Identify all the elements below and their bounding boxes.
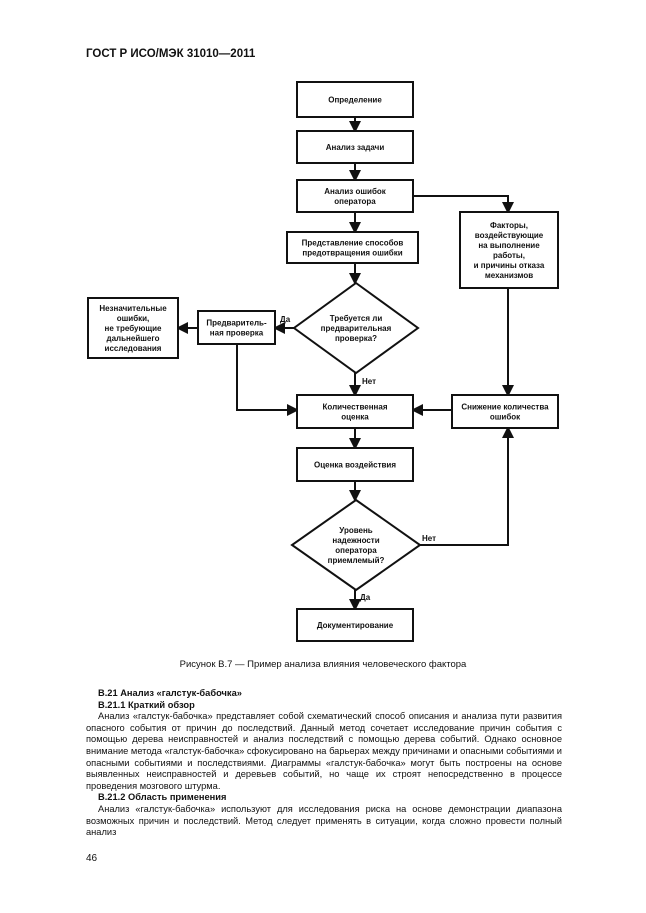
paragraph: Анализ «галстук-бабочка» представляет со… [86,711,562,791]
process-box-documentation [296,608,414,642]
process-box-error_reduction [451,394,559,429]
node-label: приемлемый? [328,556,385,565]
node-label: проверка? [335,334,377,343]
node-label: Документирование [317,621,394,630]
page-number: 46 [86,853,98,864]
node-label: оператора [335,546,377,555]
connector-arrow [413,195,514,214]
node-label: ная проверка [210,329,264,338]
node-label: механизмов [485,271,533,280]
subsection-heading: В.21.2 Область применения [98,792,227,803]
node-label: ошибки, [117,314,150,323]
process-box-factors [459,211,559,289]
node-label: Предваритель- [206,319,267,328]
node-label: Незначительные [99,304,167,313]
paragraph: Анализ «галстук-бабочка» используют для … [86,803,562,838]
process-box-operator_error_analysis [296,179,414,213]
node-label: на выполнение [478,241,540,250]
node-label: Уровень [339,526,373,535]
node-label: и причины отказа [474,261,545,270]
decision-diamond-decision_screening [292,281,420,375]
node-label: работы, [493,251,525,260]
node-label: Определение [328,96,382,105]
node-label: предварительная [321,324,392,333]
node-label: дальнейшего [107,334,160,343]
branch-label-no: Нет [362,377,376,386]
node-label: Оценка воздействия [314,461,396,470]
node-label: Анализ ошибок [324,187,387,196]
node-label: Анализ задачи [326,143,385,152]
node-label: воздействующие [475,231,544,240]
node-label: исследования [105,344,162,353]
branch-label-no: Нет [422,534,436,543]
node-label: Требуется ли [330,314,383,323]
node-label: Факторы, [490,221,528,230]
page-header: ГОСТ Р ИСО/МЭК 31010—2011 [86,48,256,60]
process-box-definition [296,81,414,118]
section-heading: В.21 Анализ «галстук-бабочка» [98,688,242,698]
body-text: В.21 Анализ «галстук-бабочка» В.21.1 Кра… [86,688,562,839]
decision-diamond-decision_reliability [290,498,422,592]
node-label: предотвращения ошибки [302,249,402,258]
subsection-heading: В.21.1 Краткий обзор [98,699,195,710]
figure-caption: Рисунок В.7 — Пример анализа влияния чел… [179,659,467,670]
node-label: ошибок [490,413,521,422]
node-label: оператора [334,197,376,206]
connector-arrow [236,344,299,416]
process-box-minor_errors [87,297,179,359]
branch-label-yes: Да [280,315,291,324]
connector-arrow [420,426,514,546]
node-label: Представление способов [302,239,404,248]
process-box-impact [296,447,414,482]
process-box-error_prevention [286,231,419,264]
process-box-task_analysis [296,130,414,164]
branch-label-yes: Да [360,593,371,602]
node-label: надежности [332,536,379,545]
process-box-quantitative [296,394,414,429]
node-label: Количественная [323,403,388,412]
node-label: оценка [341,413,369,422]
node-label: Снижение количества [461,403,549,412]
node-label: не требующие [105,324,162,333]
process-box-screening [197,310,276,345]
